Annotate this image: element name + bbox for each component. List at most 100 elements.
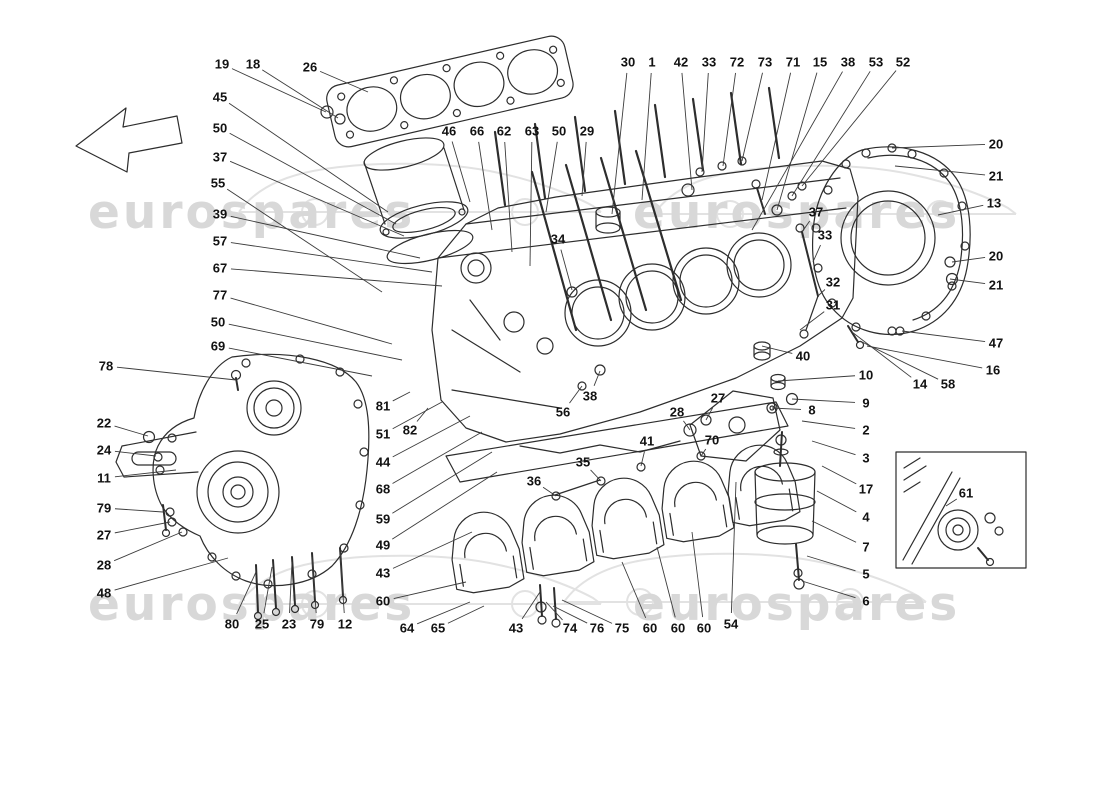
leader-line <box>801 420 856 429</box>
drawing-layer <box>75 35 1027 628</box>
leader-line <box>229 132 397 225</box>
leader-line <box>319 70 369 93</box>
leader-line <box>945 498 958 507</box>
leader-line <box>116 366 237 381</box>
leader-line <box>811 520 857 543</box>
leader-line <box>114 450 157 457</box>
leader-line <box>761 345 793 354</box>
leader-line <box>801 70 897 187</box>
leader-line <box>392 451 493 514</box>
leader-line <box>751 71 843 231</box>
leader-line <box>393 581 467 599</box>
leader-line <box>230 242 433 273</box>
leader-line <box>569 385 583 404</box>
leader-lines <box>113 68 986 625</box>
leader-line <box>817 289 826 297</box>
leader-line <box>901 330 986 343</box>
leader-line <box>478 141 493 231</box>
leader-line <box>771 407 802 410</box>
misc-fasteners <box>551 286 706 501</box>
leader-line <box>791 398 856 403</box>
leader-line <box>392 391 411 402</box>
leader-line <box>529 141 533 267</box>
leader-line <box>236 571 257 615</box>
leader-line <box>230 268 443 287</box>
rear-cover <box>811 143 971 350</box>
leader-line <box>700 448 707 457</box>
lower-crankcase <box>444 401 802 628</box>
leader-line <box>776 72 818 211</box>
leader-line <box>821 465 857 485</box>
watermark-text: eurospares <box>633 185 960 240</box>
leader-line <box>561 599 613 624</box>
leader-line <box>392 401 443 430</box>
leader-line <box>229 160 405 237</box>
leader-line <box>641 72 652 201</box>
engine-mount <box>683 341 816 590</box>
plate-bolt-holes <box>811 148 970 336</box>
leader-line <box>231 68 327 113</box>
leader-line <box>894 165 986 176</box>
engine-block <box>431 86 859 443</box>
leader-line <box>705 407 714 421</box>
leader-line <box>691 531 704 618</box>
leader-line <box>806 555 856 572</box>
leader-line <box>812 244 821 263</box>
leader-line <box>230 215 421 259</box>
leader-line <box>801 220 811 233</box>
leader-line <box>552 605 588 624</box>
leader-line <box>949 278 986 285</box>
leader-line <box>226 188 383 293</box>
leader-line <box>581 141 587 197</box>
leader-line <box>761 72 792 201</box>
leader-line <box>447 605 485 624</box>
leader-line <box>114 557 229 591</box>
leader-line <box>951 257 986 263</box>
leader-line <box>114 521 171 534</box>
leader-line <box>593 370 601 386</box>
head-gasket <box>326 35 574 148</box>
leader-line <box>799 311 825 331</box>
left-arrow-icon <box>75 107 183 173</box>
leader-line <box>545 141 558 213</box>
detail-inset <box>895 451 1027 569</box>
leader-line <box>451 141 471 203</box>
leader-line <box>801 580 856 599</box>
leader-line <box>262 69 339 119</box>
leader-line <box>681 72 693 191</box>
head-studs <box>493 86 781 332</box>
leader-line <box>114 469 177 478</box>
leader-line <box>392 431 483 484</box>
leader-line <box>392 471 498 540</box>
leader-line <box>504 141 513 253</box>
cover-bolt-holes <box>155 354 369 589</box>
leader-line <box>701 72 709 173</box>
leader-line <box>114 508 164 513</box>
leader-line <box>741 72 763 162</box>
leader-line <box>542 486 557 497</box>
leader-line <box>228 347 373 377</box>
leader-line <box>392 531 473 569</box>
leader-line <box>816 490 857 513</box>
leader-line <box>114 425 149 437</box>
leader-line <box>891 143 986 149</box>
leader-line <box>722 72 736 167</box>
leader-line <box>311 556 317 614</box>
leader-line <box>851 331 912 378</box>
leader-line <box>113 531 183 562</box>
watermark-text: eurospares <box>88 185 415 240</box>
leader-line <box>811 440 856 456</box>
leader-line <box>263 566 273 614</box>
leader-line <box>392 415 471 458</box>
leader-line <box>640 451 645 467</box>
leader-line <box>656 546 676 618</box>
leader-line <box>416 601 471 625</box>
front-cover <box>115 353 370 621</box>
leader-line <box>859 340 939 380</box>
leader-line <box>791 71 871 197</box>
watermark-text: eurospares <box>633 577 960 632</box>
leader-line <box>683 420 691 431</box>
leader-line <box>866 345 983 369</box>
leader-line <box>228 102 389 213</box>
